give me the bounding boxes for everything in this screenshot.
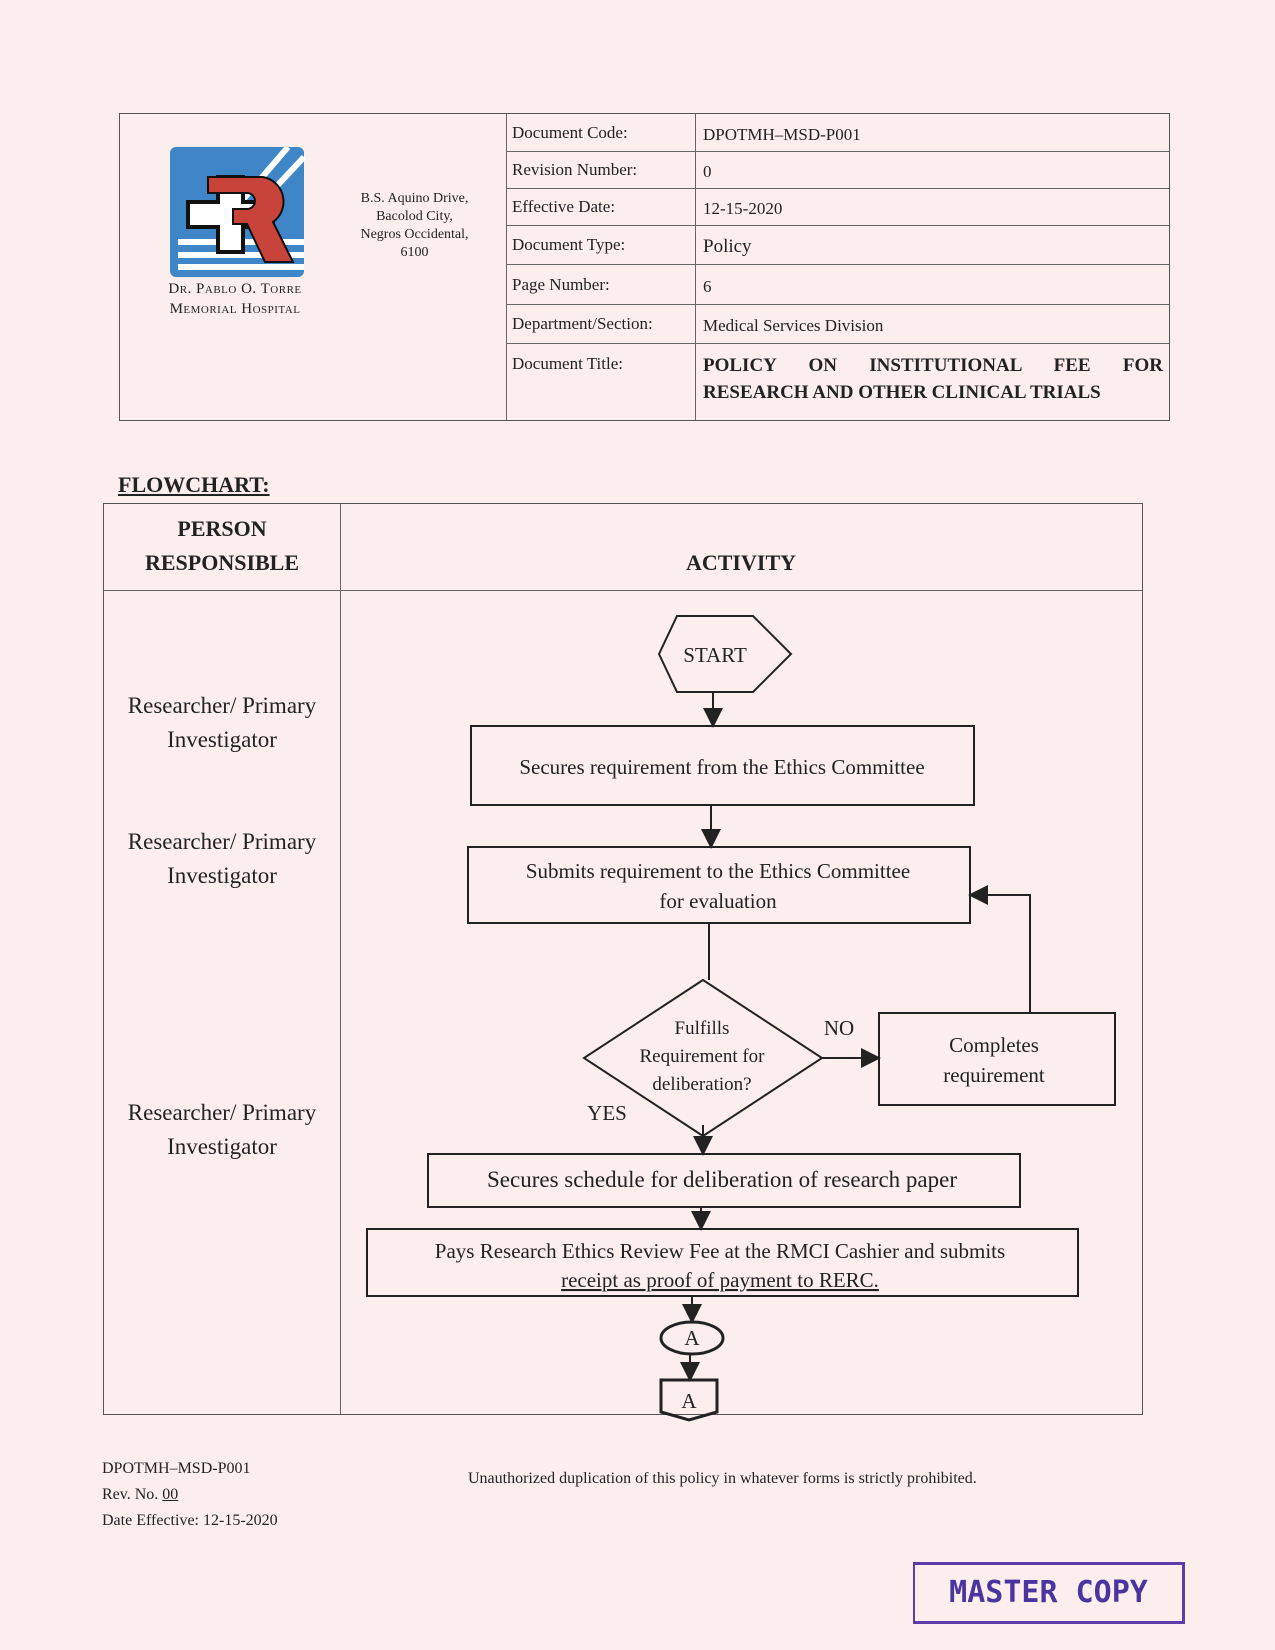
step-pay-fee <box>366 1228 1079 1297</box>
hospital-logo <box>170 147 307 277</box>
person-responsible: Researcher/ Primary Investigator <box>127 693 317 752</box>
master-copy-stamp: MASTER COPY <box>913 1562 1185 1624</box>
hospital-name-line: Dr. Pablo O. Torre <box>168 281 302 297</box>
address-line: Negros Occidental, <box>360 227 469 242</box>
step4-text: Pays Research Ethics Review Fee at the R… <box>435 1239 1005 1263</box>
start-terminal <box>657 615 793 693</box>
rev-label: Rev. No. <box>102 1486 163 1503</box>
address-line: 6100 <box>400 245 429 260</box>
label-effective-date: Effective Date: <box>512 197 616 216</box>
hospital-name-line: Memorial Hospital <box>169 301 301 317</box>
label-department: Department/Section: <box>512 314 653 333</box>
value-effective-date: 12-15-2020 <box>703 199 783 218</box>
connector-label: A <box>684 1326 700 1350</box>
value-document-title: POLICY ON INSTITUTIONAL FEE FOR RESEARCH… <box>703 355 1163 403</box>
person-responsible: Researcher/ Primary Investigator <box>127 829 317 888</box>
offpage-label: A <box>681 1389 697 1413</box>
step-completes-requirement <box>878 1012 1116 1106</box>
value-document-code: DPOTMH–MSD-P001 <box>703 125 861 144</box>
step2-text: Submits requirement to the Ethics Commit… <box>526 859 910 883</box>
step4-text: receipt as proof of payment to RERC. <box>561 1268 879 1292</box>
yes-label: YES <box>587 1101 627 1125</box>
step1-text: Secures requirement from the Ethics Comm… <box>519 755 924 779</box>
completes-text: requirement <box>943 1063 1045 1087</box>
step-secure-requirement <box>470 725 975 806</box>
start-label: START <box>683 643 747 667</box>
no-label: NO <box>824 1016 854 1040</box>
value-department: Medical Services Division <box>703 316 884 335</box>
step2-text: for evaluation <box>659 889 777 913</box>
value-revision-number: 0 <box>703 162 712 181</box>
step-secure-schedule <box>427 1153 1021 1208</box>
column-activity: ACTIVITY <box>685 550 797 575</box>
rev-value: 00 <box>162 1486 179 1503</box>
column-person-responsible: PERSON RESPONSIBLE <box>144 516 300 575</box>
label-document-code: Document Code: <box>512 123 628 142</box>
duplication-notice: Unauthorized duplication of this policy … <box>468 1470 977 1487</box>
address-line: B.S. Aquino Drive, <box>360 191 469 206</box>
decision-text: deliberation? <box>652 1074 751 1095</box>
footer-revision: Rev. No. 00 <box>102 1482 278 1508</box>
completes-text: Completes <box>949 1033 1039 1057</box>
step3-text: Secures schedule for deliberation of res… <box>487 1167 957 1192</box>
label-revision-number: Revision Number: <box>512 160 638 179</box>
footer-info: DPOTMH–MSD-P001 Rev. No. 00 Date Effecti… <box>102 1456 278 1534</box>
hospital-address: B.S. Aquino Drive, Bacolod City, Negros … <box>327 190 502 262</box>
connector-a <box>659 1320 725 1356</box>
value-document-type: Policy <box>703 236 752 257</box>
decision-text: Fulfills <box>675 1018 730 1039</box>
label-page-number: Page Number: <box>512 275 610 294</box>
footer-date: Date Effective: 12-15-2020 <box>102 1512 278 1529</box>
label-document-type: Document Type: <box>512 235 626 254</box>
flowchart-label: FLOWCHART: <box>118 472 270 497</box>
label-document-title: Document Title: <box>512 354 623 373</box>
offpage-connector-a <box>659 1378 719 1422</box>
flowchart-table: PERSON RESPONSIBLE ACTIVITY Researcher/ … <box>103 503 1143 1415</box>
person-responsible: Researcher/ Primary Investigator <box>127 1100 317 1159</box>
decision-text: Requirement for <box>639 1046 765 1067</box>
footer-code: DPOTMH–MSD-P001 <box>102 1460 251 1477</box>
value-page-number: 6 <box>703 277 712 296</box>
address-line: Bacolod City, <box>376 209 453 224</box>
